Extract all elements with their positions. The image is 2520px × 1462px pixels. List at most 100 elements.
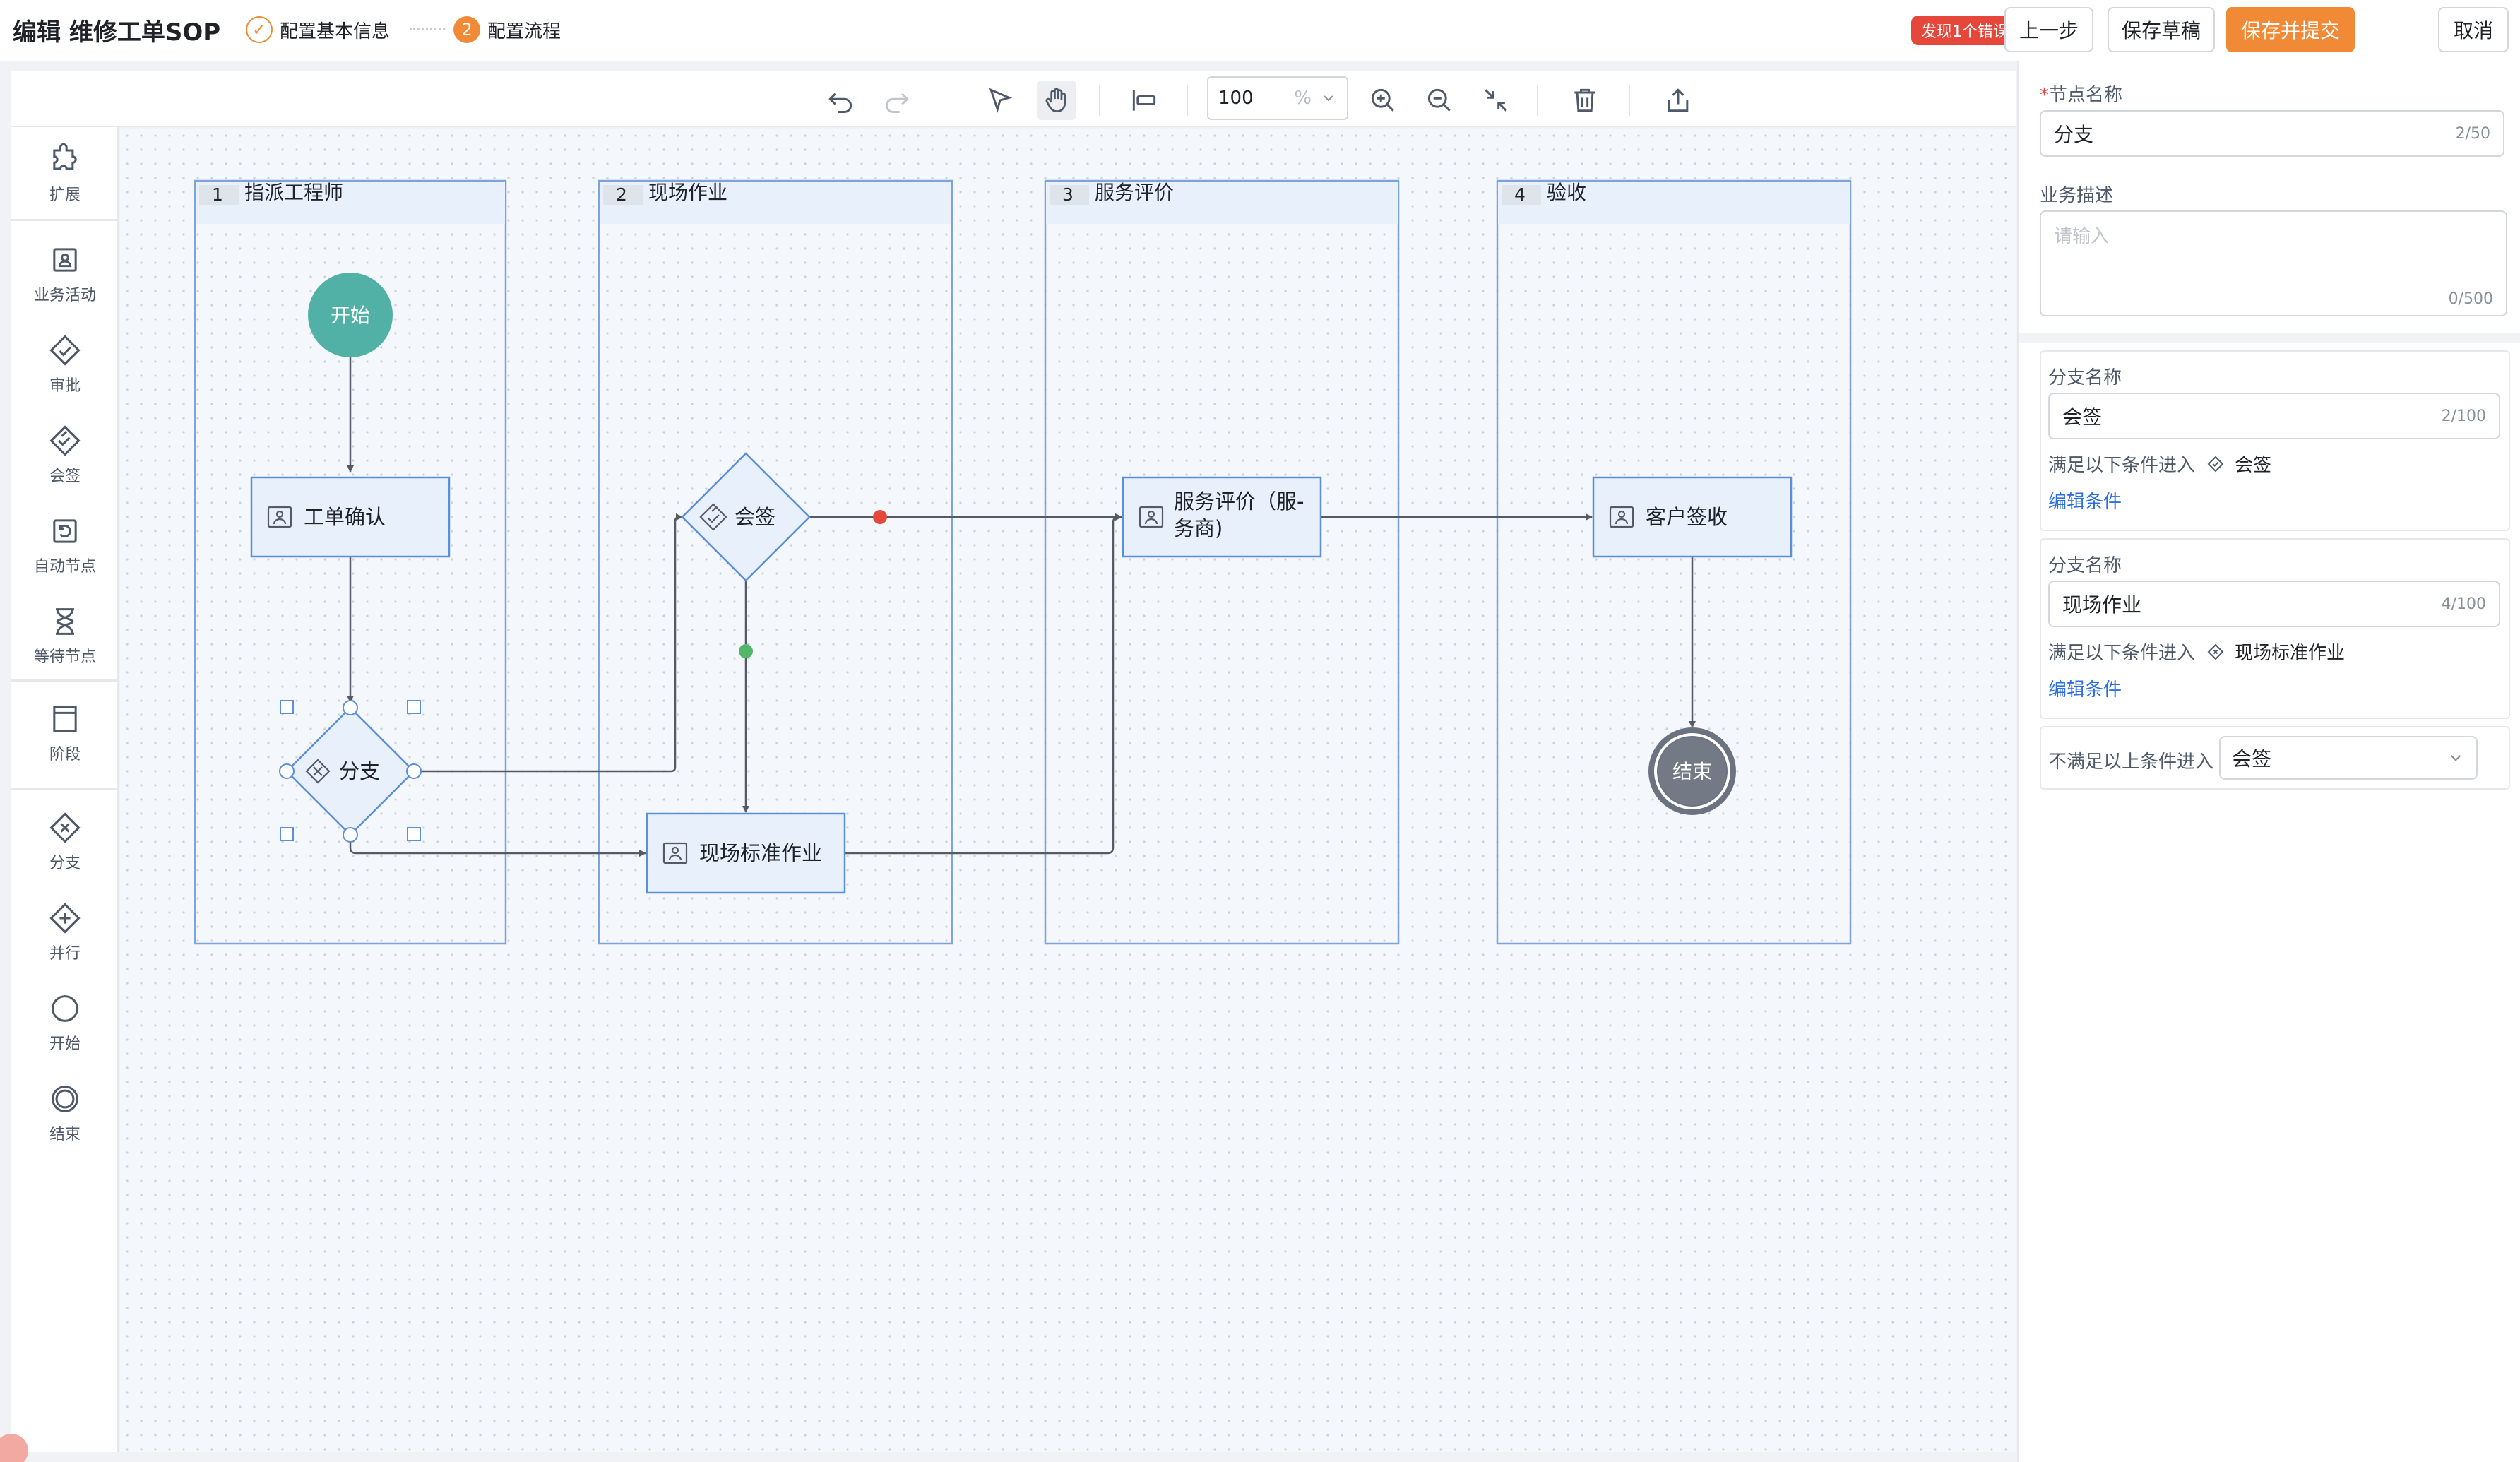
palette-item-label: 等待节点: [33, 648, 96, 666]
edit-condition-link[interactable]: 编辑条件: [2048, 679, 2122, 701]
chevron-down-icon: [2450, 754, 2461, 761]
error-badge[interactable]: 发现1个错误: [1911, 16, 2019, 45]
align-left-icon[interactable]: [1124, 81, 1164, 120]
node-palette: 扩展 业务活动 审批 会签 自动节点 等待节点 阶段 分支 并行 开始 结束: [11, 127, 119, 1452]
lane-title: 指派工程师: [244, 181, 343, 204]
zoom-value: 100: [1218, 88, 1254, 109]
palette-item-start[interactable]: 开始: [11, 990, 119, 1054]
palette-item-label: 业务活动: [33, 287, 96, 304]
node-countersign[interactable]: 会签: [681, 452, 811, 582]
edge-ok-dot[interactable]: [739, 644, 753, 658]
node-start[interactable]: 开始: [308, 273, 393, 357]
save-submit-button[interactable]: 保存并提交: [2226, 7, 2355, 52]
palette-item-label: 分支: [49, 855, 81, 872]
chevron-down-icon: [1324, 95, 1333, 102]
lane-index: 4: [1514, 184, 1526, 205]
node-end-label: 结束: [1672, 760, 1712, 783]
palette-item-branch[interactable]: 分支: [11, 809, 119, 873]
palette-item-end[interactable]: 结束: [11, 1081, 119, 1144]
node-countersign-label: 会签: [735, 505, 775, 529]
char-count: 2/50: [2455, 124, 2490, 143]
end-icon: [52, 1086, 78, 1112]
activity-icon: [53, 248, 77, 272]
palette-item-auto-node[interactable]: 自动节点: [11, 513, 119, 576]
palette-item-activity[interactable]: 业务活动: [11, 242, 119, 305]
redo-icon[interactable]: [877, 81, 917, 120]
lane-onsite-work[interactable]: 2 现场作业: [598, 179, 953, 945]
else-branch-card: 不满足以上条件进入 会签: [2040, 726, 2510, 790]
flow-edges: [347, 357, 1696, 857]
else-branch-select[interactable]: 会签: [2219, 736, 2478, 780]
required-mark: *: [2040, 85, 2049, 106]
lane-assign-engineer[interactable]: 1 指派工程师: [194, 179, 507, 945]
char-count: 4/100: [2441, 595, 2486, 613]
stage-icon: [53, 706, 77, 732]
palette-item-extension[interactable]: 扩展: [11, 141, 119, 205]
zoom-out-icon[interactable]: [1420, 81, 1459, 120]
auto-node-icon: [53, 519, 77, 543]
desc-textarea[interactable]: 请输入 0/500: [2040, 210, 2507, 316]
cancel-button[interactable]: 取消: [2438, 7, 2509, 52]
branch-icon: [305, 759, 331, 784]
palette-item-stage[interactable]: 阶段: [11, 701, 119, 764]
export-icon[interactable]: [1658, 81, 1698, 120]
palette-item-label: 并行: [49, 945, 81, 963]
trash-icon[interactable]: [1565, 81, 1605, 120]
branch-card: 分支名称 现场作业 4/100 满足以下条件进入 现场标准作业 编辑条件: [2040, 538, 2510, 719]
flow-canvas[interactable]: 1 指派工程师 2 现场作业 3 服务评价 4 验收: [120, 129, 2016, 1452]
branch-name-input[interactable]: 现场作业 4/100: [2048, 581, 2500, 627]
palette-item-parallel[interactable]: 并行: [11, 900, 119, 963]
zoom-select[interactable]: 100 %: [1207, 76, 1348, 120]
branch-name-input[interactable]: 会签 2/100: [2048, 393, 2500, 439]
lane-service-review[interactable]: 3 服务评价: [1044, 179, 1400, 945]
branch-card: 分支名称 会签 2/100 满足以下条件进入 会签 编辑条件: [2040, 350, 2510, 531]
lane-acceptance[interactable]: 4 验收: [1496, 179, 1852, 945]
edge-error-dot[interactable]: [873, 510, 887, 524]
node-customer-signoff[interactable]: 客户签收: [1592, 476, 1793, 558]
node-onsite-standard-label: 现场标准作业: [699, 841, 822, 865]
palette-item-wait-node[interactable]: 等待节点: [11, 603, 119, 667]
char-count: 0/500: [2448, 290, 2493, 308]
countersign-icon: [699, 503, 727, 531]
palette-item-label: 阶段: [49, 746, 81, 763]
node-service-review[interactable]: 服务评价（服- 务商): [1122, 476, 1322, 558]
selection-handles[interactable]: [279, 700, 422, 843]
step-number-badge: 2: [453, 16, 480, 43]
node-name-input[interactable]: 分支 2/50: [2040, 110, 2504, 157]
node-order-confirm[interactable]: 工单确认: [250, 476, 451, 558]
zoom-in-icon[interactable]: [1363, 81, 1403, 120]
palette-item-label: 开始: [49, 1035, 81, 1053]
lane-title: 服务评价: [1095, 181, 1174, 204]
branch-name-value: 会签: [2062, 405, 2103, 429]
step-basic-info[interactable]: ✓ 配置基本信息: [246, 14, 390, 45]
start-icon: [52, 995, 78, 1022]
floating-dot[interactable]: [0, 1434, 28, 1462]
fit-view-icon[interactable]: [1476, 81, 1516, 120]
desc-placeholder: 请输入: [2054, 226, 2110, 247]
step-flow-config[interactable]: 2 配置流程: [453, 14, 561, 45]
save-draft-button[interactable]: 保存草稿: [2108, 7, 2215, 52]
palette-item-label: 审批: [49, 377, 81, 395]
node-end[interactable]: 结束: [1648, 727, 1736, 815]
palette-item-approval[interactable]: 审批: [11, 332, 119, 396]
branch-name-value: 现场作业: [2062, 593, 2142, 617]
palette-item-countersign[interactable]: 会签: [11, 422, 119, 486]
else-branch-value: 会签: [2232, 747, 2272, 771]
select-pointer-icon[interactable]: [980, 81, 1020, 120]
undo-icon[interactable]: [821, 81, 860, 120]
node-onsite-standard[interactable]: 现场标准作业: [646, 812, 846, 894]
section-divider: [2019, 333, 2520, 343]
node-branch-selected[interactable]: 分支: [279, 700, 422, 843]
branch-condition: 满足以下条件进入 现场标准作业: [2048, 638, 2345, 665]
hand-pan-icon[interactable]: [1037, 81, 1076, 120]
node-start-label: 开始: [331, 304, 370, 327]
prev-step-button[interactable]: 上一步: [2004, 7, 2093, 52]
node-order-confirm-label: 工单确认: [304, 505, 386, 529]
edit-condition-link[interactable]: 编辑条件: [2048, 492, 2122, 513]
parallel-icon: [49, 903, 81, 934]
char-count: 2/100: [2441, 407, 2486, 425]
countersign-icon: [49, 425, 81, 456]
countersign-icon: [2207, 456, 2224, 472]
branch-icon: [49, 812, 81, 843]
flow-diagram: 1 指派工程师 2 现场作业 3 服务评价 4 验收: [194, 179, 1852, 945]
